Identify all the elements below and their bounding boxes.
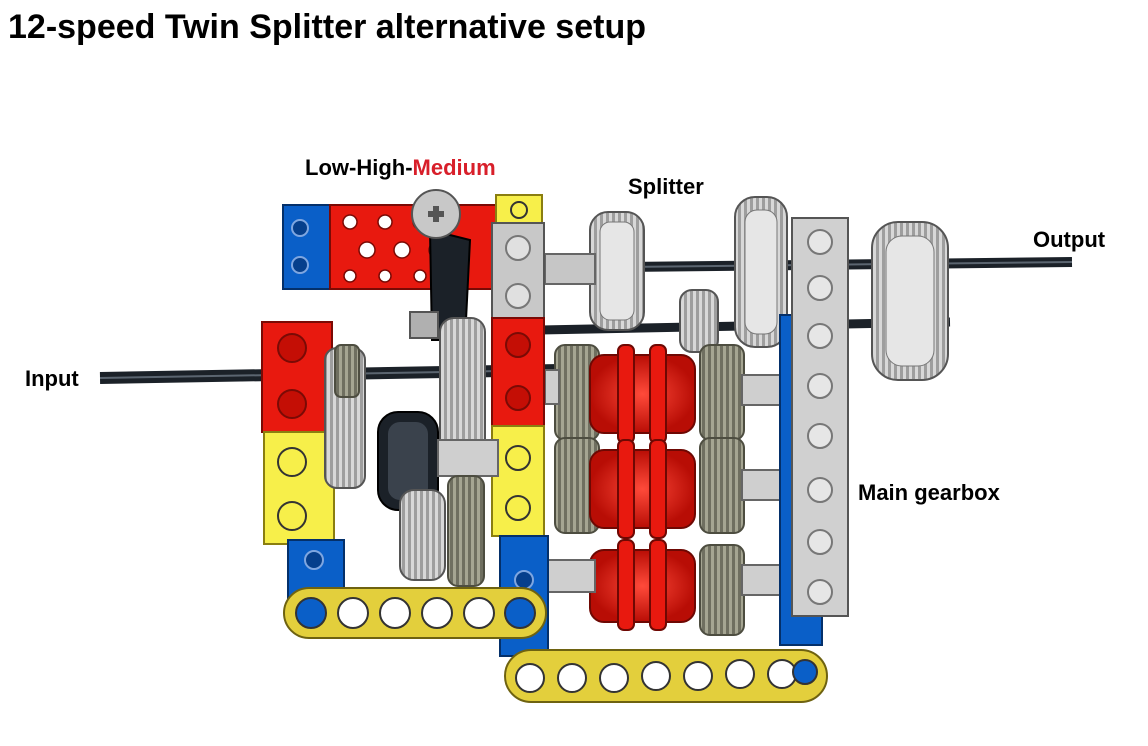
bushings bbox=[544, 369, 785, 596]
mode-medium-text: Medium bbox=[412, 155, 496, 180]
mode-low-high-text: Low-High- bbox=[305, 155, 413, 180]
splitter-gear-2 bbox=[734, 196, 788, 348]
red-clutch-row-1 bbox=[589, 344, 696, 444]
main-gear-column-left bbox=[554, 344, 600, 534]
yellow-liftarm-right bbox=[504, 649, 828, 703]
main-gearbox-label: Main gearbox bbox=[858, 480, 1000, 505]
splitter-label: Splitter bbox=[628, 174, 704, 199]
output-label: Output bbox=[1033, 227, 1106, 252]
shift-lever bbox=[409, 189, 472, 341]
output-gear bbox=[871, 221, 949, 381]
right-frame-beam bbox=[779, 217, 849, 646]
mode-label: Low-High-Medium bbox=[305, 155, 496, 181]
centre-frame-beam bbox=[491, 222, 549, 657]
red-clutch-row-2 bbox=[589, 439, 696, 539]
red-clutch-row-3 bbox=[589, 539, 696, 631]
small-gear-upper bbox=[679, 289, 719, 353]
input-gear-cluster bbox=[324, 317, 499, 587]
input-label: Input bbox=[25, 366, 79, 391]
main-gear-column-right bbox=[699, 344, 745, 636]
yellow-liftarm-left bbox=[283, 587, 547, 639]
page-title: 12-speed Twin Splitter alternative setup bbox=[8, 8, 646, 46]
splitter-gear-1 bbox=[589, 211, 645, 331]
